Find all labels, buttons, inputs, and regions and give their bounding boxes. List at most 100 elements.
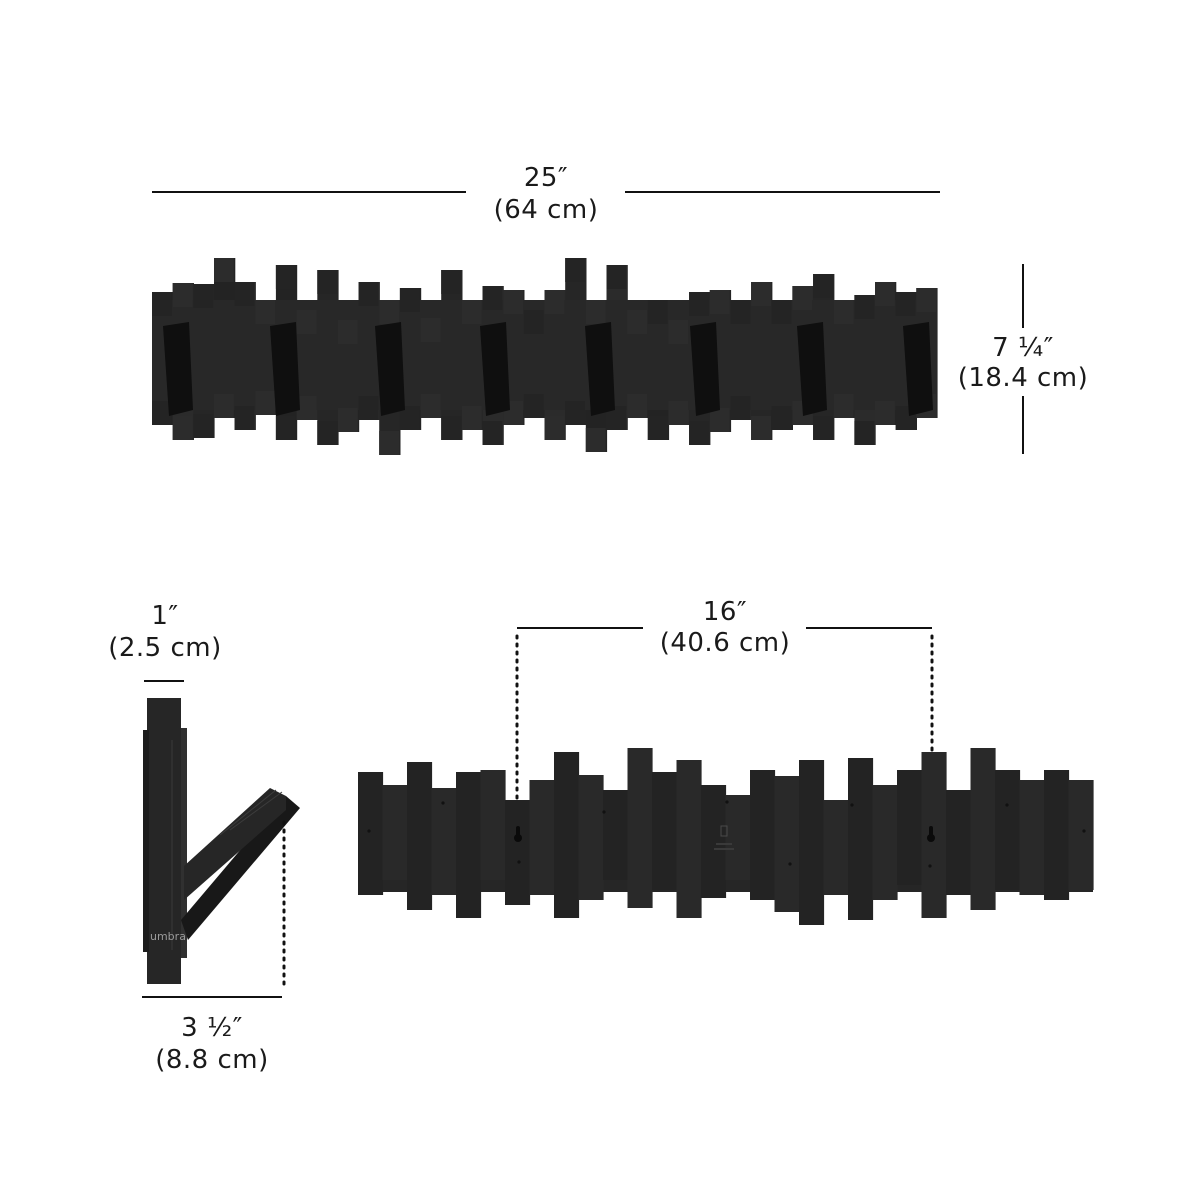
back-slat bbox=[701, 785, 727, 898]
folding-hook bbox=[585, 322, 615, 416]
front-slat-top bbox=[813, 274, 833, 298]
front-slat-bottom bbox=[544, 416, 565, 440]
back-slat bbox=[1068, 780, 1094, 890]
folding-hook bbox=[163, 322, 193, 416]
folding-hook bbox=[375, 322, 405, 416]
front-slat-bottom bbox=[461, 406, 482, 430]
front-slat-top bbox=[606, 265, 627, 289]
back-slat bbox=[1044, 770, 1070, 900]
front-slat-top bbox=[585, 300, 606, 324]
front-slat-top bbox=[523, 310, 544, 334]
front-slat-top bbox=[709, 290, 730, 314]
front-slat-top bbox=[771, 300, 792, 324]
front-slat-bottom bbox=[833, 394, 854, 418]
front-slat-top bbox=[833, 300, 854, 324]
front-slat-bottom bbox=[317, 421, 338, 445]
depth-top-metric-label: (2.5 cm) bbox=[108, 633, 222, 663]
front-slat-top bbox=[544, 290, 565, 314]
front-slat-bottom bbox=[689, 421, 709, 445]
front-slat-top bbox=[317, 270, 338, 294]
back-slat bbox=[676, 760, 702, 918]
front-slat-top bbox=[854, 295, 875, 319]
back-slat bbox=[431, 788, 457, 895]
side-back-plate bbox=[147, 698, 181, 984]
back-dots bbox=[367, 800, 1086, 868]
front-slat-bottom bbox=[585, 428, 606, 452]
front-slat-bottom bbox=[730, 396, 751, 420]
folding-hook bbox=[690, 322, 720, 416]
back-slat bbox=[848, 758, 874, 920]
side-hook-ridge-1 bbox=[219, 789, 277, 836]
front-slat-bottom bbox=[441, 416, 462, 440]
back-logo-mark bbox=[714, 825, 734, 850]
front-slat-top bbox=[565, 258, 586, 282]
side-hook-arm bbox=[181, 796, 300, 940]
back-slat bbox=[529, 780, 555, 895]
front-slat-bottom bbox=[399, 406, 420, 430]
front-slat-top bbox=[214, 258, 234, 282]
back-slat bbox=[603, 790, 629, 880]
front-slat-bottom bbox=[358, 396, 379, 420]
front-slat-top bbox=[234, 282, 255, 306]
back-slat bbox=[774, 776, 800, 912]
front-slat-top bbox=[172, 283, 193, 307]
back-slat bbox=[505, 800, 531, 905]
front-slat-bottom bbox=[296, 396, 317, 420]
front-slat-top bbox=[730, 300, 751, 324]
mount-spacing-dimension: 16″ (40.6 cm) bbox=[515, 597, 934, 808]
front-slat-top bbox=[875, 282, 895, 306]
back-slat bbox=[652, 772, 678, 890]
folding-hook bbox=[903, 322, 933, 416]
side-back-plate-step bbox=[143, 730, 149, 952]
height-dimension: 7 ¼″ (18.4 cm) bbox=[958, 264, 1088, 454]
front-slat-top bbox=[255, 300, 276, 324]
mount-metric-label: (40.6 cm) bbox=[660, 628, 791, 658]
depth-open-dimension: 3 ½″ (8.8 cm) bbox=[142, 820, 286, 1075]
side-hook-upper bbox=[184, 788, 286, 900]
front-slat-top bbox=[689, 292, 709, 316]
front-slat-top bbox=[152, 292, 172, 316]
front-slat-top bbox=[420, 318, 441, 342]
width-dimension: 25″ (64 cm) bbox=[152, 163, 940, 225]
front-slat-top bbox=[441, 270, 462, 294]
front-slat-top bbox=[751, 282, 771, 306]
back-view-rack bbox=[358, 748, 1094, 925]
front-slat-top bbox=[895, 292, 916, 316]
front-slat-bottom bbox=[771, 406, 792, 430]
front-slat-top bbox=[399, 288, 420, 312]
front-slat-top bbox=[296, 310, 317, 334]
front-slat-bottom bbox=[854, 421, 875, 445]
front-slat-bottom bbox=[565, 401, 586, 425]
back-slat bbox=[897, 770, 923, 885]
front-slat-top bbox=[193, 284, 214, 308]
front-slat-top bbox=[647, 300, 668, 324]
front-slat-bottom bbox=[172, 416, 193, 440]
folding-hook bbox=[480, 322, 510, 416]
back-view-details bbox=[367, 800, 1086, 868]
front-slat-top bbox=[503, 290, 524, 314]
front-slat-top bbox=[461, 300, 482, 324]
depth-top-imperial-label: 1″ bbox=[151, 601, 178, 631]
back-slat bbox=[995, 770, 1021, 890]
back-slat bbox=[456, 772, 482, 918]
depth-open-metric-label: (8.8 cm) bbox=[155, 1045, 269, 1075]
front-slat-bottom bbox=[275, 416, 296, 440]
side-view-rack: umbra bbox=[143, 698, 300, 984]
side-hook-ridge-2 bbox=[229, 791, 283, 831]
back-slat bbox=[627, 748, 653, 908]
front-slat-top bbox=[358, 282, 379, 306]
back-slat bbox=[725, 795, 751, 880]
back-slat bbox=[578, 775, 604, 900]
side-back-plate-cap bbox=[181, 728, 187, 958]
front-slat-bottom bbox=[482, 421, 503, 445]
back-slat bbox=[554, 752, 580, 918]
front-slat-bottom bbox=[214, 394, 234, 418]
front-slat-top bbox=[792, 286, 813, 310]
front-slat-top bbox=[337, 320, 358, 344]
back-slat bbox=[358, 772, 384, 895]
front-slat-bottom bbox=[647, 416, 668, 440]
front-slat-bottom bbox=[152, 401, 172, 425]
back-slat bbox=[799, 760, 825, 925]
front-slat-bottom bbox=[606, 406, 627, 430]
